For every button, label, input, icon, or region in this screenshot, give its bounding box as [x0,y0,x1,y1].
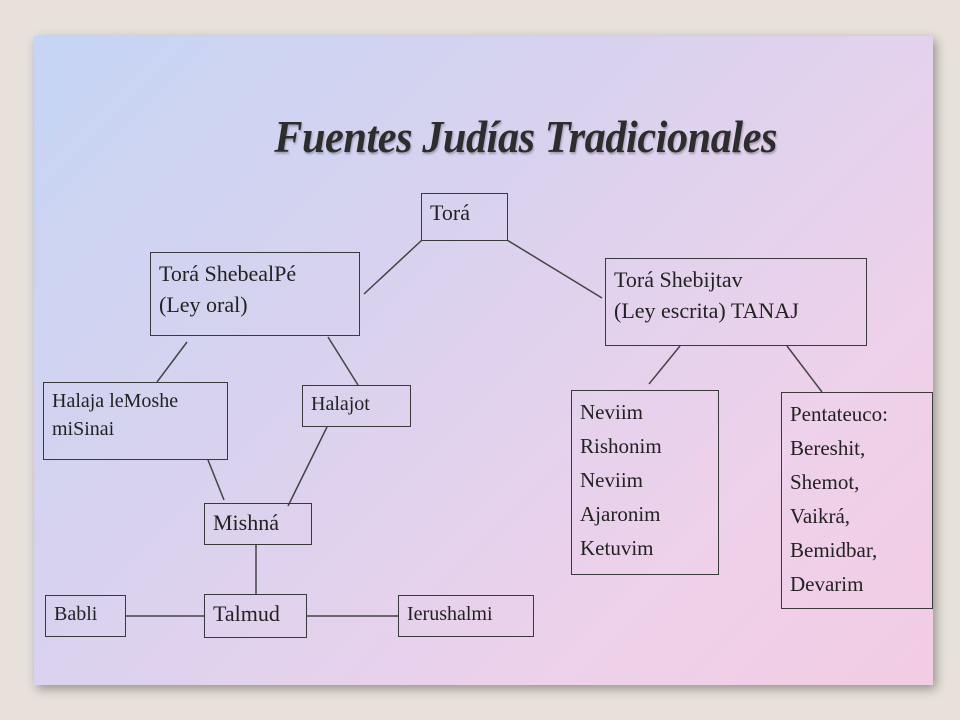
node-tora-shebijtav: Torá Shebijtav (Ley escrita) TANAJ [605,258,867,346]
edge-halajot-mishna [287,426,328,507]
node-label: Devarim [790,572,864,597]
node-halajot: Halajot [302,385,411,427]
node-label: Mishná [213,510,279,535]
node-label: Ketuvim [580,536,654,561]
edge-escrita-neviim [648,345,681,385]
node-label: Pentateuco: [790,402,888,426]
node-label: Torá Shebijtav [614,267,743,292]
node-label: Vaikrá, [790,504,851,529]
node-neviim-list: Neviim Rishonim Neviim Ajaronim Ketuvim [571,390,719,575]
node-halaja-lemoshe: Halaja leMoshe miSinai [43,382,228,460]
node-talmud: Talmud [204,594,307,638]
edge-oral-halajot [327,336,359,386]
node-pentateuco: Pentateuco: Bereshit, Shemot, Vaikrá, Be… [781,392,933,609]
node-ierushalmi: Ierushalmi [398,595,534,637]
node-label: Neviim [580,468,643,493]
edge-tora-escrita [506,239,603,299]
node-label: Halaja leMoshe [52,390,179,412]
node-label: (Ley oral) [159,291,248,317]
node-label: Torá ShebealPé [159,261,297,286]
node-label: (Ley escrita) TANAJ [614,297,799,323]
node-label: Babli [54,603,98,625]
node-label: Ajaronim [580,502,661,527]
node-label: Ierushalmi [407,603,493,625]
node-tora-shebealpe: Torá ShebealPé (Ley oral) [150,252,360,336]
node-label: Bemidbar, [790,538,878,563]
node-label: Shemot, [790,470,860,495]
node-babli: Babli [45,595,126,637]
node-mishna: Mishná [204,503,312,545]
node-label: Rishonim [580,434,662,459]
node-label: Talmud [213,601,280,626]
edge-oral-halaja [156,341,188,383]
node-label: Neviim [580,400,643,424]
node-tora: Torá [421,193,508,241]
edge-escrita-pentateuco [786,345,823,393]
connector-lines [126,239,823,617]
node-label: Halajot [311,393,370,415]
node-label: Bereshit, [790,436,866,461]
edge-tora-oral [363,239,423,295]
node-label: miSinai [52,418,115,440]
edge-halaja-mishna [207,459,225,501]
diagram-slide: Fuentes Judías Tradicionales Torá Torá S… [34,36,933,685]
node-label: Torá [430,200,470,225]
